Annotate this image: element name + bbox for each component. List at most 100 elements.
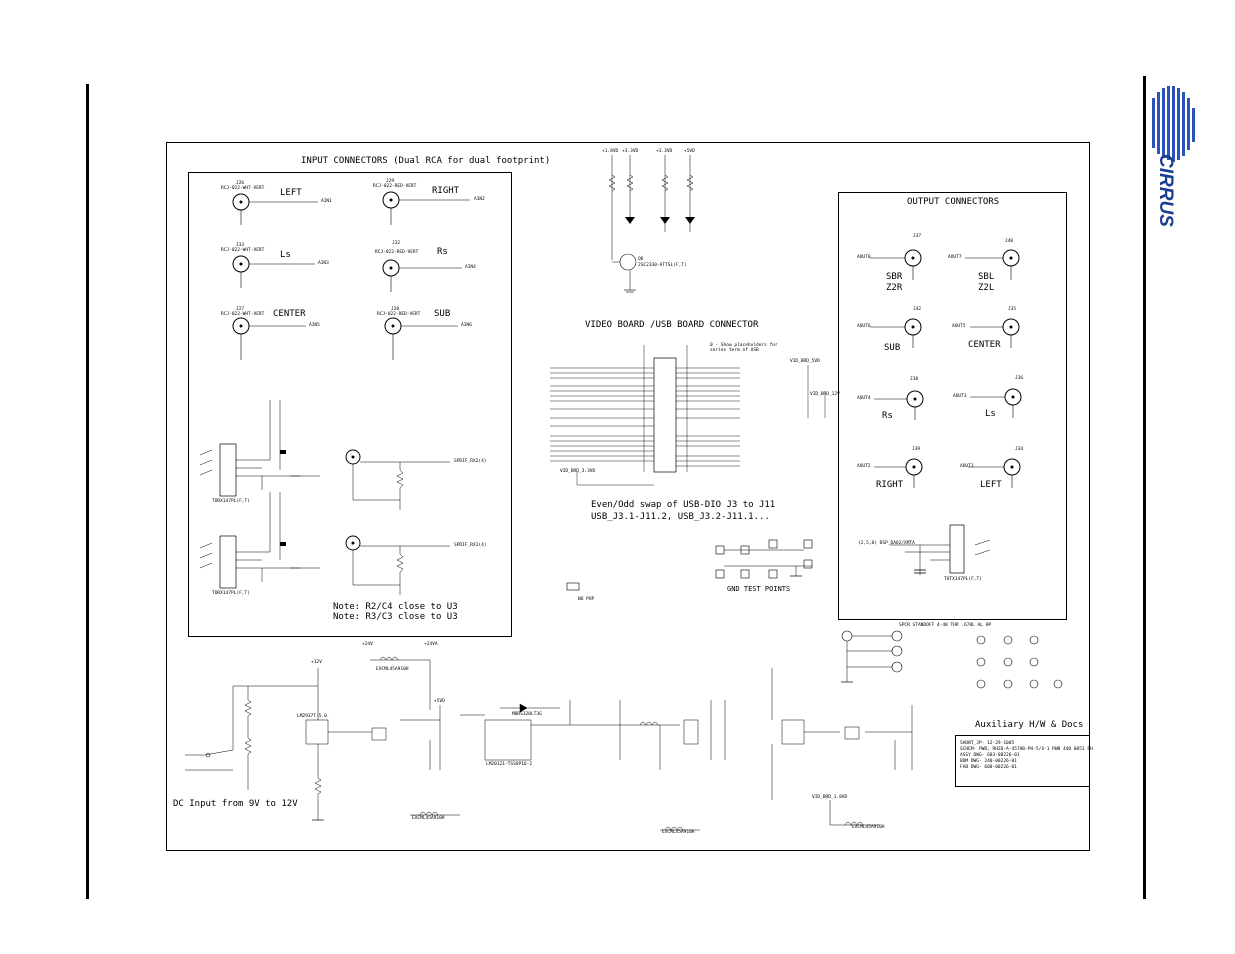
placeholder-note: 0 - Show placeholders for series term of… — [710, 343, 778, 353]
rail-1v8: +1.8VD — [602, 149, 619, 154]
output-signal-sub: AOUT6 — [857, 324, 871, 329]
output-signal-left: AOUT1 — [960, 464, 974, 469]
rail-3v3-a: +3.3VD — [622, 149, 639, 154]
cirrus-logo: CIRRUS — [1148, 78, 1200, 238]
left-page-bar — [86, 84, 89, 899]
input-label-left: LEFT — [280, 188, 302, 198]
input-signal-center: AIN5 — [309, 323, 320, 328]
input-part-left: RCJ-022-WHT-VERT — [221, 186, 265, 191]
input-signal-sub: AIN6 — [461, 323, 472, 328]
input-label-sub: SUB — [434, 309, 451, 319]
diode-part: MBRS320LT3G — [512, 712, 542, 717]
input-ref-sub: J28 — [391, 307, 400, 312]
output-label2-sbl: Z2L — [978, 283, 995, 293]
input-label-rs: Rs — [437, 247, 448, 257]
input-ref-ls: J33 — [236, 243, 245, 248]
video-title: VIDEO BOARD /USB BOARD CONNECTOR — [585, 320, 759, 330]
output-ref-sbr: J37 — [913, 234, 922, 239]
rail-12v: +12V — [311, 660, 322, 665]
transistor-part: 2SC2330-ATTSL(F,T) — [638, 263, 687, 268]
ferrite-part-3: EXCML45A910H — [662, 830, 695, 835]
toslink-out-part: TOTX147PL(F,T) — [944, 577, 982, 582]
input-signal-ls: AIN3 — [318, 261, 329, 266]
spdif-rx2-label: SPDIF_RX2(4) — [454, 459, 487, 464]
transistor-ref: Q6 — [638, 257, 644, 262]
dc-input-label: DC Input from 9V to 12V — [173, 799, 298, 809]
input-ref-rs: J32 — [392, 241, 401, 246]
doc-line-5: FAB DWG- 600-00226-01 — [960, 765, 1017, 770]
output-ref-sbl: J40 — [1005, 239, 1014, 244]
doc-line-1: SHUNT_JP- 12-29-1005 — [960, 741, 1015, 746]
output-title: OUTPUT CONNECTORS — [907, 197, 1000, 207]
input-label-ls: Ls — [280, 250, 291, 260]
toslink-part-2: TORX147PL(F,T) — [212, 591, 250, 596]
doc-line-4: BOM DWG- 240-00226-01 — [960, 759, 1017, 764]
swap-note-1: Even/Odd swap of USB-DIO J3 to J11 — [591, 500, 776, 510]
input-ref-center: J27 — [236, 307, 245, 312]
output-ref-center: J35 — [1008, 307, 1017, 312]
input-part-rs: RCJ-022-RED-VERT — [375, 250, 419, 255]
output-label-right: RIGHT — [876, 480, 904, 490]
rail-24va: +24VA — [424, 642, 438, 647]
standoff-note: SPCR STANDOFF 4-40 THR .670L AL HP — [899, 623, 992, 628]
output-label2-sbr: Z2R — [886, 283, 903, 293]
input-connectors-box — [188, 172, 512, 637]
output-signal-rs: AOUT4 — [857, 396, 871, 401]
output-ref-right: J39 — [912, 447, 921, 452]
input-part-sub: RCJ-022-RED-VERT — [377, 312, 421, 317]
output-ref-sub: J42 — [913, 307, 922, 312]
input-label-right: RIGHT — [432, 186, 460, 196]
output-ref-ls: J36 — [1015, 376, 1024, 381]
schematic-frame — [166, 142, 1090, 851]
input-label-center: CENTER — [273, 309, 306, 319]
output-ref-left: J34 — [1015, 447, 1024, 452]
input-ref-right: J29 — [386, 179, 395, 184]
output-label-ls: Ls — [985, 409, 996, 419]
gnd-test-points-label: GND TEST POINTS — [727, 585, 791, 593]
output-label-sub: SUB — [884, 343, 901, 353]
input-part-center: RCJ-022-WHT-VERT — [221, 312, 265, 317]
input-ref-left: J26 — [236, 181, 245, 186]
vid-brd-1v8: VID_BRD_1.8VD — [812, 795, 848, 800]
note-r2c4: Note: R2/C4 close to U3 — [333, 602, 458, 612]
input-part-ls: RCJ-022-WHT-VERT — [221, 248, 265, 253]
spdif-rx1-label: SPDIF_RX1(4) — [454, 543, 487, 548]
output-ref-rs: J38 — [910, 377, 919, 382]
rail-5vd-pwr: +5VD — [434, 699, 445, 704]
vd-brd-3v3: VID_BRD_3.3VD — [560, 469, 596, 474]
rail-3v3-b: +3.3VD — [656, 149, 673, 154]
output-label-sbl: SBL — [978, 272, 995, 282]
input-part-right: RCJ-022-RED-VERT — [373, 184, 417, 189]
output-label-sbr: SBR — [886, 272, 903, 282]
ferrite-part-2: EXCML45A910H — [412, 816, 445, 821]
output-signal-center: AOUT5 — [952, 324, 966, 329]
swap-note-2: USB_J3.1-J11.2, USB_J3.2-J11.1... — [591, 512, 770, 522]
regulator-part: LM2937T-5.0 — [297, 714, 327, 719]
buck-part: LM20121-TSSOP16-2 — [486, 762, 533, 767]
rail-5vd: +5VD — [684, 149, 695, 154]
output-label-center: CENTER — [968, 340, 1001, 350]
rail-24v: +24V — [362, 642, 373, 647]
output-label-left: LEFT — [980, 480, 1002, 490]
input-signal-right: AIN2 — [474, 197, 485, 202]
ferrite-part-4: EXCML45A910H — [852, 825, 885, 830]
no-pop-label: NO POP — [578, 597, 595, 602]
aux-docs-box — [955, 735, 1090, 787]
aux-title: Auxiliary H/W & Docs — [975, 720, 1084, 730]
logo-text: CIRRUS — [1155, 154, 1176, 227]
doc-line-3: ASSY DWG- 603-00226-01 — [960, 753, 1020, 758]
output-label-rs: Rs — [882, 411, 893, 421]
ferrite-part-1: EXCML45A910H — [376, 667, 409, 672]
dsp-dao2-label: (2,5,8) DSP_DAO2/XMTA — [858, 541, 915, 546]
output-signal-ls: AOUT3 — [953, 394, 967, 399]
output-signal-sbr: AOUT8 — [857, 255, 871, 260]
vid-brd-5vd: VID_BRD_5VD — [790, 359, 820, 364]
output-connectors-box — [838, 192, 1067, 620]
note-r3c3: Note: R3/C3 close to U3 — [333, 612, 458, 622]
output-signal-right: AOUT2 — [857, 464, 871, 469]
input-signal-rs: AIN4 — [465, 265, 476, 270]
output-signal-sbl: AOUT7 — [948, 255, 962, 260]
right-page-bar — [1143, 76, 1146, 899]
doc-line-2: SCHEM- PWB, RH2D-A-457HB-PH-5/4-1 PWB 44… — [960, 747, 1093, 752]
input-signal-left: AIN1 — [321, 199, 332, 204]
